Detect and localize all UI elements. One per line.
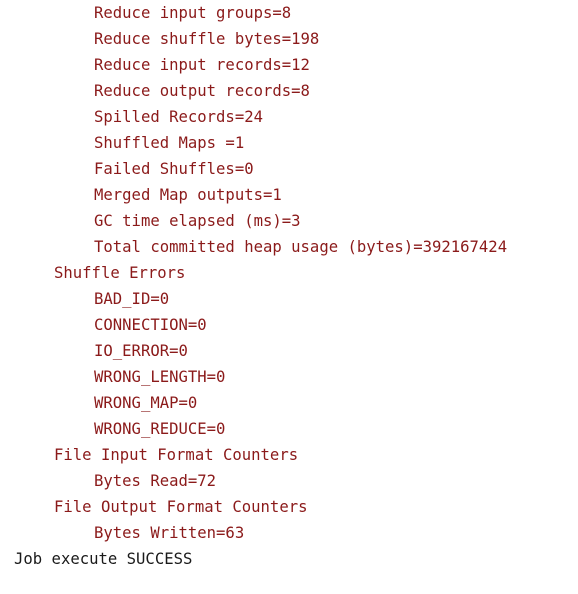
counter-line: IO_ERROR=0 xyxy=(94,342,188,360)
counter-line: Reduce shuffle bytes=198 xyxy=(94,30,320,48)
job-status-line: Job execute SUCCESS xyxy=(14,550,193,568)
counter-line: Bytes Read=72 xyxy=(94,472,217,490)
counter-line: BAD_ID=0 xyxy=(94,290,170,308)
counter-line: Shuffled Maps =1 xyxy=(94,134,245,152)
counter-line: Spilled Records=24 xyxy=(94,108,263,126)
counter-line: Failed Shuffles=0 xyxy=(94,160,254,178)
counter-line: GC time elapsed (ms)=3 xyxy=(94,212,301,230)
counter-line: Reduce input records=12 xyxy=(94,56,310,74)
counter-line: Reduce output records=8 xyxy=(94,82,310,100)
counter-group-header-file-output: File Output Format Counters xyxy=(54,498,308,516)
counter-group-header-shuffle-errors: Shuffle Errors xyxy=(54,264,186,282)
counter-line: Bytes Written=63 xyxy=(94,524,245,542)
counter-line: CONNECTION=0 xyxy=(94,316,207,334)
counter-line: WRONG_LENGTH=0 xyxy=(94,368,226,386)
counter-line: Reduce input groups=8 xyxy=(94,4,292,22)
counter-line: Merged Map outputs=1 xyxy=(94,186,282,204)
counter-group-header-file-input: File Input Format Counters xyxy=(54,446,299,464)
counter-line: Total committed heap usage (bytes)=39216… xyxy=(94,238,508,256)
counter-line: WRONG_REDUCE=0 xyxy=(94,420,226,438)
counter-line: WRONG_MAP=0 xyxy=(94,394,198,412)
